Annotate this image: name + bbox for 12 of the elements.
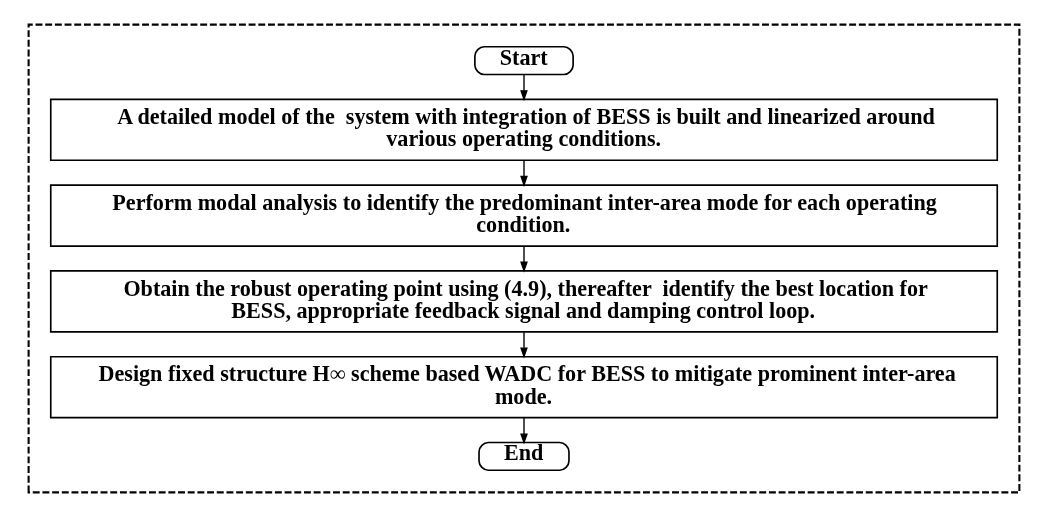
node-box: Design fixed structure H∞ scheme based WADC for BESS to mitigate prominent inter-area mode. [49,355,998,419]
node-box: Perform modal analysis to identify the predominant inter-area mode for each operating condition. [49,184,998,247]
arrow [519,74,528,102]
arrow [519,417,528,445]
node-box: Start [473,45,574,76]
arrow [519,245,528,273]
node-box: Obtain the robust operating point using (4.9), thereafter identify the best location for BESS, appropriate feedback signal and damping control loop. [49,270,998,333]
arrow [519,331,528,359]
arrow [519,160,528,187]
node-box: End [477,441,570,472]
node-box: A detailed model of the system with integration of BESS is built and linearized around various operating conditions. [49,98,998,162]
cluster [27,23,1020,494]
